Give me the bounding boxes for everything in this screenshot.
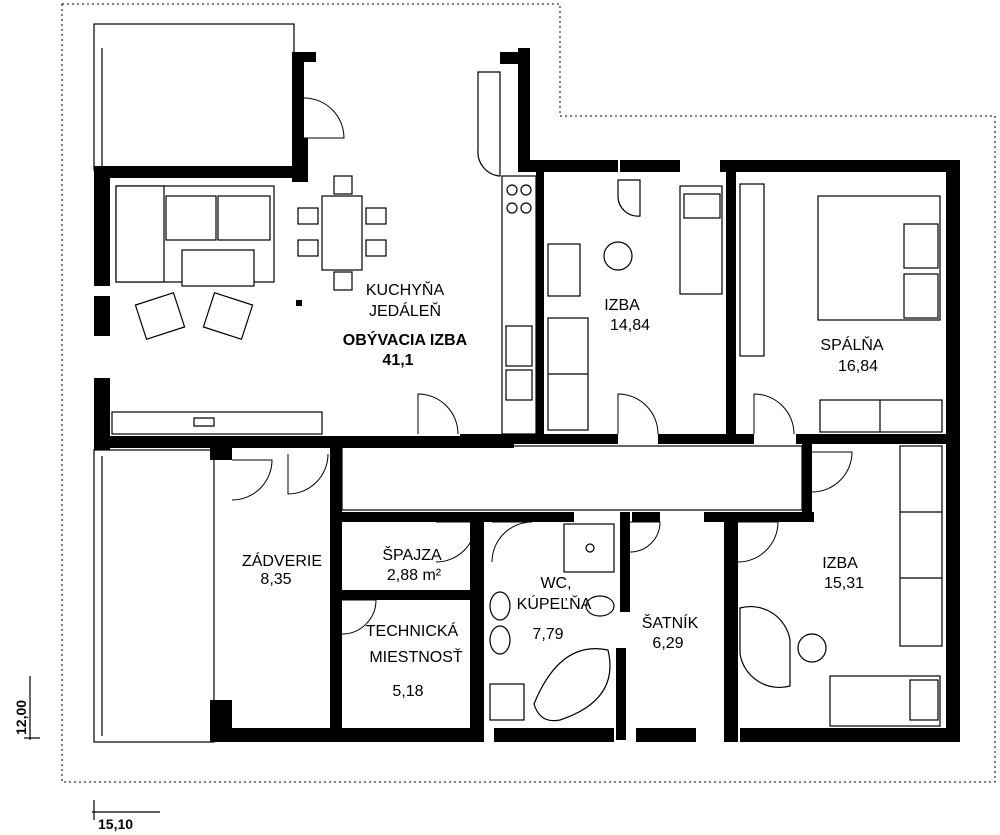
kitchen-counter xyxy=(477,71,537,435)
satnik-area: 6,29 xyxy=(652,635,683,652)
room-label-izba2: IZBA 15,31 xyxy=(822,555,864,592)
height-value: 12,00 xyxy=(13,700,29,735)
room-label-izba1: IZBA 14,84 xyxy=(604,297,650,334)
dimension-width: 15,10 xyxy=(92,800,160,832)
wc-area: 7,79 xyxy=(532,626,563,643)
technicka-line2: MIESTNOSŤ xyxy=(369,647,463,666)
spalna-furniture xyxy=(739,183,943,433)
zadverie-area: 8,35 xyxy=(260,571,291,588)
living-furniture xyxy=(111,175,387,435)
doors xyxy=(231,97,853,635)
dimension-height: 12,00 xyxy=(13,676,40,740)
room-label-spalna: SPÁLŇA 16,84 xyxy=(820,335,883,375)
spajza-area: 2,88 m² xyxy=(387,567,442,584)
kuchyna-line1: KUCHYŇA xyxy=(366,280,445,299)
interior-walls xyxy=(330,172,946,742)
kuchyna-line2: JEDÁLEŇ xyxy=(369,301,441,320)
izba2-area: 15,31 xyxy=(824,575,864,592)
technicka-area: 5,18 xyxy=(392,683,423,700)
corridor xyxy=(341,445,803,511)
spalna-name: SPÁLŇA xyxy=(820,335,883,354)
room-label-spajza: ŠPAJZA 2,88 m² xyxy=(382,545,442,584)
room-label-wc: WC, KÚPEĽŇA 7,79 xyxy=(517,575,592,643)
width-value: 15,10 xyxy=(98,816,133,832)
room-label-technicka: TECHNICKÁ MIESTNOSŤ 5,18 xyxy=(366,621,463,700)
kuchyna-line3: OBÝVACIA IZBA xyxy=(343,330,468,349)
zadverie-name: ZÁDVERIE xyxy=(242,551,322,570)
satnik-name: ŠATNÍK xyxy=(642,613,699,632)
kuchyna-area: 41,1 xyxy=(382,352,413,369)
wc-line2: KÚPEĽŇA xyxy=(517,594,592,613)
izba1-name: IZBA xyxy=(604,297,640,314)
technicka-line1: TECHNICKÁ xyxy=(366,621,459,640)
spajza-name: ŠPAJZA xyxy=(382,545,442,564)
terrace-top-left xyxy=(93,23,295,171)
room-label-zadverie: ZÁDVERIE 8,35 xyxy=(242,551,322,588)
izba1-furniture xyxy=(547,179,723,431)
room-label-kuchyna: KUCHYŇA JEDÁLEŇ OBÝVACIA IZBA 41,1 xyxy=(343,280,468,369)
izba2-name: IZBA xyxy=(822,555,858,572)
wc-line1: WC, xyxy=(540,575,571,592)
spalna-area: 16,84 xyxy=(838,358,878,375)
izba2-furniture xyxy=(739,445,943,727)
plot-boundary xyxy=(61,3,996,783)
room-label-satnik: ŠATNÍK 6,29 xyxy=(642,613,699,652)
bathroom-fixtures xyxy=(489,523,615,722)
terrace-bottom-left xyxy=(93,449,215,743)
exterior-walls xyxy=(94,48,960,742)
izba1-area: 14,84 xyxy=(610,317,650,334)
